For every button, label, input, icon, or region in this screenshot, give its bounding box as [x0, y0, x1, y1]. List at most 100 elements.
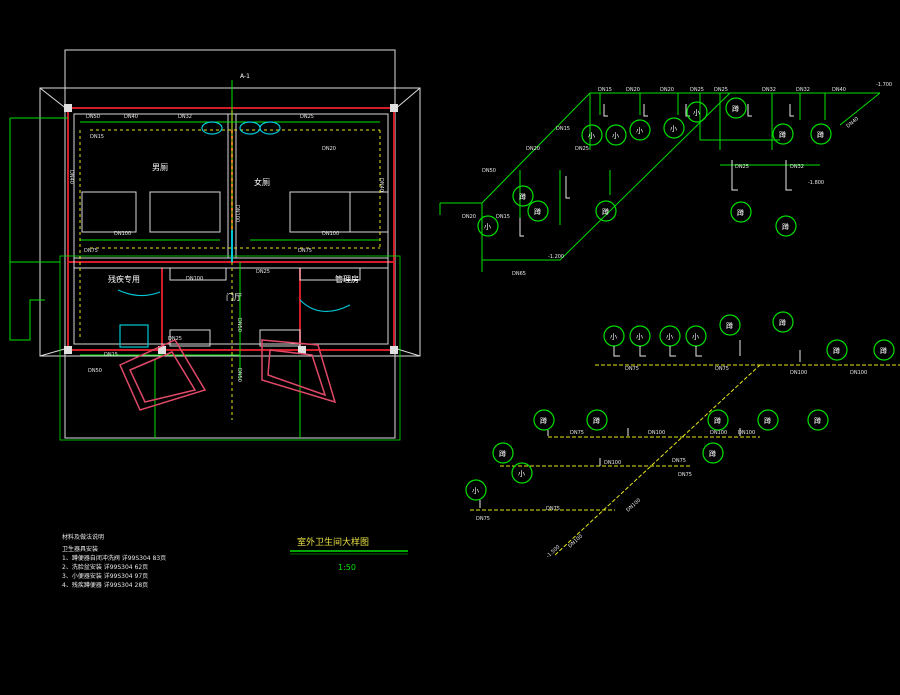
pipe-label: DN15	[90, 134, 104, 140]
drainage-isometric: 小 小 小 小 蹲 蹲 蹲 蹲 蹲 蹲 蹲 蹲 蹲 蹲 小 蹲 小	[465, 311, 900, 559]
fixture-label: 蹲	[779, 318, 786, 327]
pipe-label: DN32	[762, 87, 776, 93]
pipe-label: DN65	[512, 271, 526, 277]
fixture-risers	[519, 104, 794, 237]
pipe-label: DN100	[186, 276, 203, 282]
drawing-title: 室外卫生间大样图	[297, 536, 369, 548]
pipe-label: DN75	[715, 366, 729, 372]
fixture-label: 蹲	[499, 449, 506, 458]
pipe-label: DN75	[298, 248, 312, 254]
fixture-label: 小	[670, 124, 677, 133]
pipe-label: DN25	[300, 114, 314, 120]
pipe-label: DN25	[714, 87, 728, 93]
fixture-label: 小	[666, 332, 673, 341]
fixture-label: 蹲	[714, 416, 721, 425]
room-label-accessible: 残疾专用	[108, 274, 140, 284]
fixture-label: 蹲	[833, 346, 840, 355]
fixture-label: 小	[588, 131, 595, 140]
pipe-label: DN75	[672, 458, 686, 464]
pipe-label: DN40	[845, 116, 860, 130]
pipe-label: DN50	[236, 318, 242, 332]
pipe-label: DN20	[526, 146, 540, 152]
fixture-label: 蹲	[593, 416, 600, 425]
fixture-label: 蹲	[519, 192, 526, 201]
drain-pipes	[470, 364, 900, 556]
fixture-label: 小	[612, 131, 619, 140]
pipe-label: DN75	[678, 472, 692, 478]
pipe-label: DN25	[256, 269, 270, 275]
elevation-label: -1.500	[545, 544, 561, 559]
fixture-glyphs-top: 小 小 小 小 小 蹲 蹲 蹲 蹲 蹲 蹲 小 蹲 蹲	[484, 104, 824, 231]
fixture-label: 小	[636, 332, 643, 341]
pipe-label: DN75	[625, 366, 639, 372]
pipe-label: DN15	[598, 87, 612, 93]
fixture-glyphs-bottom: 小 小 小 小 蹲 蹲 蹲 蹲 蹲 蹲 蹲 蹲 蹲 蹲 小 蹲 小	[472, 318, 887, 495]
pipe-label: DN50	[482, 168, 496, 174]
water-supply-isometric: 小 小 小 小 小 蹲 蹲 蹲 蹲 蹲 蹲 小 蹲 蹲 DN15 DN20 DN…	[439, 82, 892, 277]
notes-item: 1、蹲便器自闭冲洗阀 详99S304 83页	[62, 555, 167, 562]
pipe-label: DN100	[567, 534, 584, 550]
room-label-women: 女厕	[254, 177, 270, 187]
fixture-label: 蹲	[737, 208, 744, 217]
bottom-iso-pipe-labels: DN75 DN75 DN100 DN100 DN75 DN100 DN100 D…	[476, 366, 867, 549]
pipe-label: DN75	[476, 516, 490, 522]
door-label: 门厅	[226, 292, 242, 302]
fixture-label: 小	[693, 108, 700, 117]
pipe-label: DN100	[604, 460, 621, 466]
fixture-label: 小	[636, 126, 643, 135]
pipe-label: DN50	[88, 368, 102, 374]
drawing-title-block: 室外卫生间大样图 1:50	[290, 536, 408, 572]
top-iso-elevations: -1.200 -1.700 -1.800	[548, 82, 892, 260]
fixtures-plan	[117, 121, 351, 348]
fixture-label: 蹲	[540, 416, 547, 425]
pipe-label: DN50	[236, 368, 242, 382]
pipe-label: DN15	[104, 352, 118, 358]
notes-item: 3、小便器安装 详99S304 97页	[62, 573, 149, 580]
fixture-label: 蹲	[817, 130, 824, 139]
room-label-men: 男厕	[152, 163, 168, 172]
notes-block: 材料及做法说明 卫生器具安装 1、蹲便器自闭冲洗阀 详99S304 83页 2、…	[62, 533, 166, 590]
elevation-label: -1.800	[808, 180, 824, 186]
room-labels: 男厕 女厕 残疾专用 管理房 门厅 A-1	[108, 73, 359, 302]
pipe-label: DN32	[790, 164, 804, 170]
notes-item: 2、洗脸盆安装 详99S304 62页	[62, 564, 149, 571]
fixture-label: 蹲	[602, 207, 609, 216]
fixture-label: 蹲	[782, 222, 789, 231]
pipe-label: DN75	[546, 506, 560, 512]
pipe-label: DN20	[626, 87, 640, 93]
room-label-office: 管理房	[335, 274, 359, 284]
pipe-label: DN40	[68, 170, 74, 184]
pipe-label: DN25	[168, 336, 182, 342]
pipe-label: DN20	[660, 87, 674, 93]
pipe-label: DN25	[575, 146, 589, 152]
supply-pipes	[439, 92, 881, 272]
drawing-scale: 1:50	[338, 563, 356, 572]
elevation-label: -1.200	[548, 254, 564, 260]
fixture-label: 蹲	[709, 449, 716, 458]
pipe-label: DN75	[84, 248, 98, 254]
fixture-label: 蹲	[880, 346, 887, 355]
pipe-label: DN15	[496, 214, 510, 220]
pipe-label: DN100	[710, 430, 727, 436]
pipe-label: DN100	[738, 430, 755, 436]
pipe-label: DN40	[832, 87, 846, 93]
pipe-label: DN32	[178, 114, 192, 120]
axis-mark: A-1	[240, 73, 250, 80]
pipe-label: DN20	[322, 146, 336, 152]
pipe-label: DN25	[735, 164, 749, 170]
pipe-label: DN32	[796, 87, 810, 93]
plan-pipe-labels: DN50 DN40 DN32 DN25 DN15 DN20 DN100 DN10…	[68, 114, 384, 382]
pipe-label: DN100	[790, 370, 807, 376]
entrance-steps	[119, 339, 337, 411]
pipe-label: DN100	[648, 430, 665, 436]
fixture-label: 小	[518, 469, 525, 478]
fixture-label: 小	[472, 486, 479, 495]
pipe-label: DN20	[462, 214, 476, 220]
columns	[64, 104, 398, 354]
notes-heading: 材料及做法说明	[62, 534, 105, 541]
fixture-label: 蹲	[534, 207, 541, 216]
pipe-label: DN100	[114, 231, 131, 237]
pipe-label: DN75	[570, 430, 584, 436]
pipe-label: DN100	[625, 498, 642, 514]
pipe-label: DN50	[86, 114, 100, 120]
